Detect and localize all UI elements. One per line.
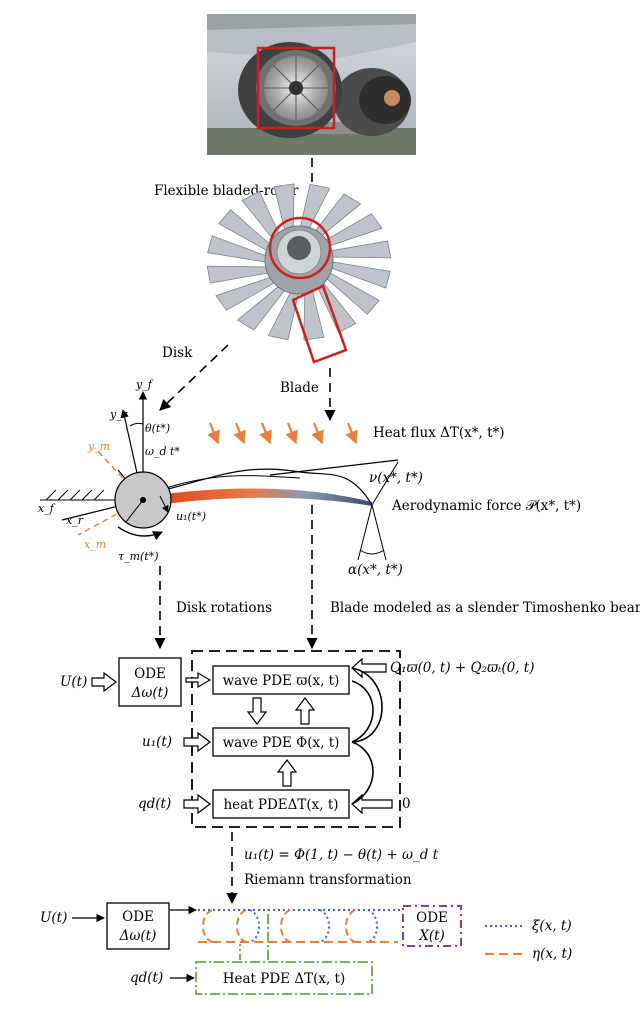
disk-highlight-circle <box>268 216 332 280</box>
disk-rotations-label: Disk rotations <box>176 600 272 616</box>
legend-eta: η(x, t) <box>532 946 572 962</box>
ode-block <box>118 657 182 707</box>
ode-block-bottom <box>106 902 170 950</box>
disk-label: Disk <box>162 345 193 361</box>
ode-x-sub: X(t) <box>418 928 445 944</box>
block-diagram: ODE Δω(t) wave PDE ϖ(x, t) wave PDE Φ(x,… <box>60 650 534 828</box>
engine-highlight-box <box>256 46 336 130</box>
axis-ym: y_m <box>87 440 110 453</box>
engine-label: Flexible bladed-rotor <box>154 183 299 199</box>
wave-pde-1: wave PDE ϖ(x, t) <box>223 673 340 689</box>
blade-label: Blade <box>280 380 319 396</box>
fan-blade <box>329 240 392 259</box>
deflection-label: ν(x*, t*) <box>369 470 423 486</box>
heat-flux-arrows <box>207 422 358 445</box>
legend-xi: ξ(x, t) <box>532 918 572 934</box>
axis-yf: y_f <box>135 378 154 391</box>
ode-title: ODE <box>134 666 166 682</box>
engine-photo <box>207 14 416 155</box>
heat-pde-block <box>212 789 350 819</box>
heat-pde-bottom-block <box>195 961 373 995</box>
omega-label: ω_d t* <box>145 445 180 458</box>
heat-pde-bottom: Heat PDE ΔT(x, t) <box>223 971 346 987</box>
theta-label: θ(t*) <box>145 422 170 435</box>
blade-deformed-outline <box>147 468 373 506</box>
input-qd-bottom: qd(t) <box>130 970 163 986</box>
wave-pde-block-2 <box>212 727 350 757</box>
input-U: U(t) <box>60 674 87 690</box>
ode-bottom-sub: Δω(t) <box>119 928 157 944</box>
input-u1: u₁(t) <box>142 734 172 750</box>
blade-highlight-box <box>291 284 348 364</box>
ode-bottom-title: ODE <box>122 909 154 925</box>
wave-pde-2: wave PDE Φ(x, t) <box>223 735 340 751</box>
axis-xf: x_f <box>38 502 56 515</box>
input-U-bottom: U(t) <box>40 910 67 926</box>
axis-xm: x_m <box>84 538 106 551</box>
heat-flux-label: Heat flux ΔT(x*, t*) <box>373 425 505 441</box>
transformed-system: ODE Δω(t) U(t) Heat PDE ΔT(x, t) qd(t) O… <box>40 902 572 995</box>
alpha-label: α(x*, t*) <box>348 562 403 578</box>
boundary-zero: 0 <box>402 796 411 812</box>
ode-x-title: ODE <box>416 910 448 926</box>
ground-support <box>40 489 118 501</box>
ode-sub: Δω(t) <box>131 685 169 701</box>
aero-force-label: Aerodynamic force 𝒫(x*, t*) <box>391 498 581 514</box>
fan-blade <box>303 288 325 341</box>
u1-label: u₁(t*) <box>176 510 206 523</box>
u1-equation: u₁(t) = Φ(1, t) − θ(t) + ω_d t <box>244 847 439 863</box>
heat-pde: heat PDEΔT(x, t) <box>223 797 338 813</box>
fan-photo <box>206 183 392 364</box>
ode-x-block <box>402 905 462 947</box>
boundary-top: Q₁ϖ(0, t) + Q₂ϖₜ(0, t) <box>390 660 534 676</box>
axis-yr: y_r <box>109 408 128 421</box>
riemann-label: Riemann transformation <box>244 872 412 888</box>
tau-label: τ_m(t*) <box>118 550 159 563</box>
wave-pde-block-1 <box>212 665 350 695</box>
blade-beam <box>150 488 372 506</box>
axis-xr: x_r <box>66 514 84 527</box>
blade-model-label: Blade modeled as a slender Timoshenko be… <box>330 600 640 616</box>
input-qd: qd(t) <box>138 796 171 812</box>
fan-blade <box>206 265 269 284</box>
